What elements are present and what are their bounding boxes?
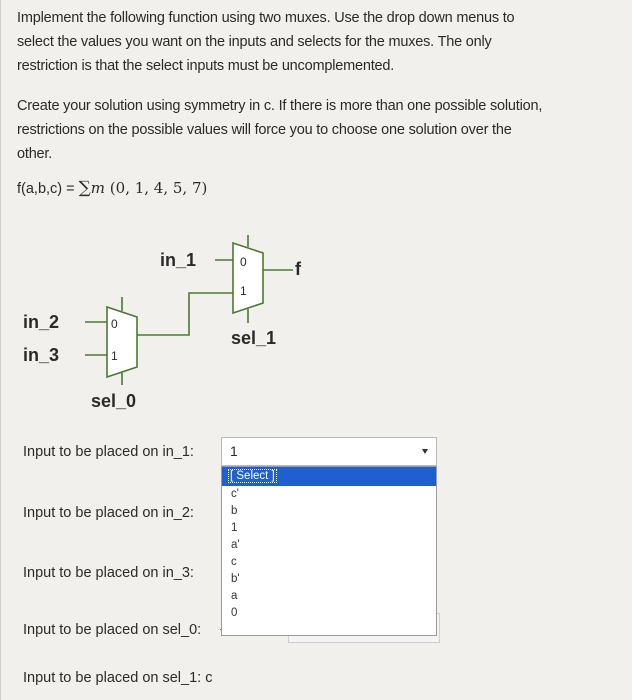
formula-minterms: (0, 1, 4, 5, 7) — [105, 179, 208, 197]
sel-0-row-label: Input to be placed on sel_0: — [23, 622, 202, 638]
mux-1-pin-0: 0 — [240, 255, 247, 269]
instructions-paragraph-1: Implement the following function using t… — [17, 6, 623, 78]
mux-0-pin-0: 0 — [111, 317, 118, 331]
dropdown-option[interactable]: [ Select ] — [222, 467, 436, 486]
in-2-row-label: Input to be placed on in_2: — [23, 505, 194, 521]
in-1-selected-value: 1 — [230, 443, 238, 459]
chevron-down-icon[interactable] — [422, 449, 428, 454]
f-label: f — [295, 259, 302, 279]
dropdown-option[interactable]: b — [231, 505, 238, 517]
dropdown-option[interactable]: 0 — [231, 607, 238, 619]
dropdown-option[interactable]: b' — [231, 573, 240, 585]
in-3-label: in_3 — [23, 345, 59, 365]
instruction-line: select the values you want on the inputs… — [17, 34, 492, 50]
in-1-dropdown-list[interactable]: [ Select ] c' b 1 a' c b' a 0 — [221, 466, 437, 636]
instruction-line: restriction is that the select inputs mu… — [17, 58, 395, 74]
dropdown-option[interactable]: c' — [231, 488, 239, 500]
in-1-row-label: Input to be placed on in_1: — [23, 444, 194, 460]
sel-1-selected-value[interactable]: c — [205, 670, 213, 686]
formula-lhs: f(a,b,c) = — [17, 181, 79, 197]
mux-0-to-mux-1-wire — [137, 292, 233, 336]
formula-m: m — [90, 179, 106, 197]
instruction-line: restrictions on the possible values will… — [17, 122, 512, 138]
in-1-label: in_1 — [160, 250, 196, 270]
dropdown-option[interactable]: a' — [231, 539, 240, 551]
sel-1-label-text: Input to be placed on sel_1: — [23, 670, 202, 686]
mux-1-pin-1: 1 — [240, 284, 247, 298]
in-1-select[interactable]: 1 — [221, 437, 437, 466]
in-3-row-label: Input to be placed on in_3: — [23, 565, 194, 581]
mux-0-pin-1: 1 — [111, 349, 118, 363]
mux-0-shape — [106, 305, 138, 379]
instruction-line: Create your solution using symmetry in c… — [17, 98, 543, 114]
dropdown-option[interactable]: a — [231, 590, 238, 602]
in-2-label: in_2 — [23, 312, 59, 332]
sel-1-row-label: Input to be placed on sel_1: c — [23, 670, 212, 686]
function-formula: f(a,b,c) = ∑m (0, 1, 4, 5, 7) — [17, 178, 207, 198]
instruction-line: other. — [17, 146, 53, 162]
instruction-line: Implement the following function using t… — [17, 10, 515, 26]
dropdown-option[interactable]: 1 — [231, 522, 238, 534]
sel-1-label: sel_1 — [231, 328, 276, 348]
mux-1-shape — [232, 241, 264, 315]
dropdown-option[interactable]: c — [231, 556, 237, 568]
sel-0-label: sel_0 — [91, 391, 136, 411]
instructions-paragraph-2: Create your solution using symmetry in c… — [17, 94, 623, 166]
sigma-symbol: ∑ — [78, 178, 91, 198]
mux-circuit-diagram: 0 1 in_1 f sel_1 0 1 in_2 in_3 sel_0 — [23, 235, 302, 411]
